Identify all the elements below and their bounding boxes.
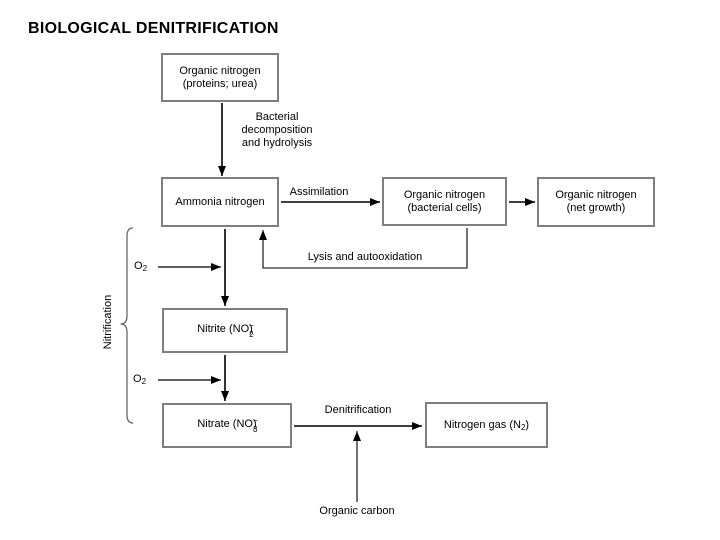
nitrite-label: Nitrite (NO−2) (197, 320, 254, 339)
box-line: Organic nitrogen (555, 189, 637, 201)
nitrate-label: Nitrate (NO−3) (197, 415, 258, 434)
page-title: BIOLOGICAL DENITRIFICATION (28, 20, 279, 37)
bacterial-decomposition-label: Bacterial decomposition and hydrolysis (241, 111, 313, 149)
ammonia-nitrogen-box: Ammonia nitrogen (161, 177, 279, 227)
box-line: (proteins; urea) (182, 77, 258, 90)
assimilation-label: Assimilation (289, 186, 349, 198)
nitrate-box: Nitrate (NO−3) (162, 403, 292, 448)
nitrification-label: Nitrification (102, 294, 114, 350)
box-line: Ammonia nitrogen (175, 195, 265, 208)
organic-nitrogen-net-growth-box: Organic nitrogen (net growth) (537, 177, 655, 227)
organic-carbon-label: Organic carbon (319, 505, 395, 517)
nitrogen-gas-box: Nitrogen gas (N2) (425, 402, 548, 448)
organic-nitrogen-bacterial-box: Organic nitrogen (bacterial cells) (382, 177, 507, 226)
denitrification-label: Denitrification (324, 404, 392, 416)
organic-nitrogen-source-box: Organic nitrogen (proteins; urea) (161, 53, 279, 102)
nitrite-box: Nitrite (NO−2) (162, 308, 288, 353)
nitrification-brace (120, 227, 134, 424)
box-line: (net growth) (566, 202, 626, 214)
o2-lower-label: O2 (133, 373, 147, 386)
box-line: (bacterial cells) (407, 201, 482, 214)
nitrogen-gas-label: Nitrogen gas (N2) (443, 418, 530, 432)
box-line: Organic nitrogen (179, 64, 261, 77)
box-line: Organic nitrogen (403, 188, 486, 201)
lysis-label: Lysis and autooxidation (307, 251, 423, 263)
o2-upper-label: O2 (134, 260, 148, 273)
